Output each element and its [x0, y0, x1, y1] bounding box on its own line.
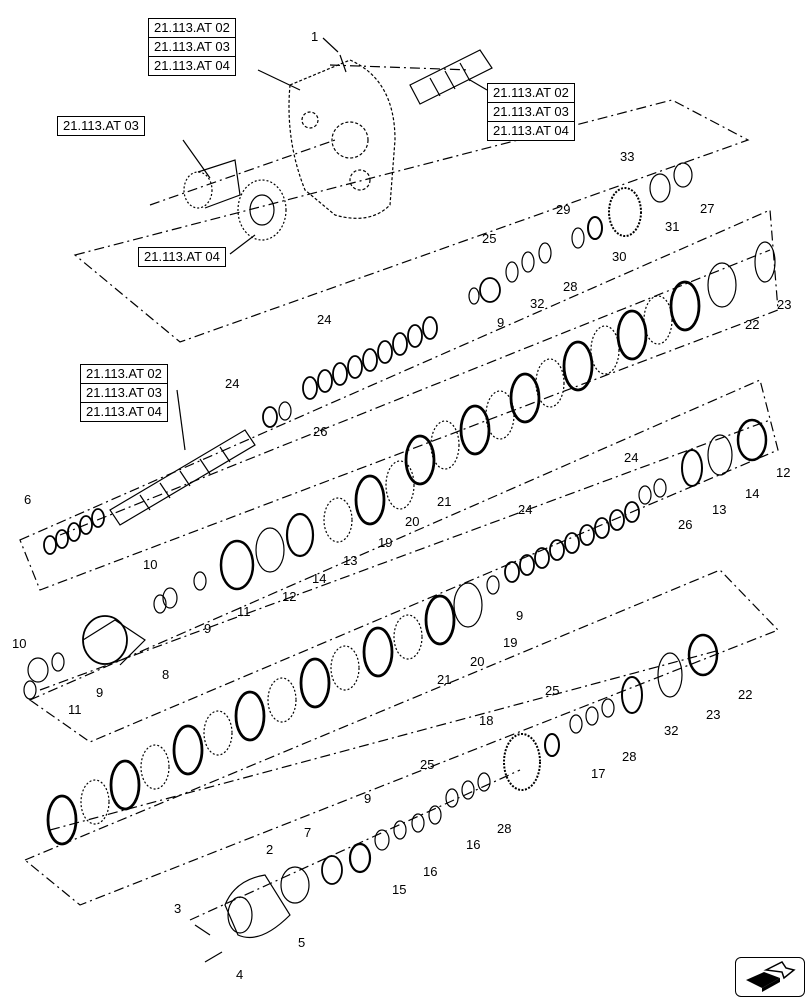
- ref-line: 21.113.AT 04: [493, 123, 569, 138]
- ring-set-6: [43, 508, 105, 555]
- bearing-15: [348, 842, 372, 874]
- callout-15: 15: [392, 882, 407, 897]
- ref-box-top-center: 21.113.AT 02 21.113.AT 03 21.113.AT 04: [148, 18, 236, 76]
- ring-set-24-lower: [504, 501, 640, 583]
- frame-lower: [28, 379, 779, 743]
- callout-22b: 22: [738, 687, 753, 702]
- callout-2: 2: [266, 842, 274, 857]
- frame-middle: [19, 209, 779, 591]
- main-shaft: [109, 429, 256, 526]
- callout-24c: 24: [624, 450, 639, 465]
- callout-21b: 21: [437, 672, 452, 687]
- callout-18: 18: [479, 713, 494, 728]
- callout-20: 20: [405, 514, 420, 529]
- callout-23b: 23: [706, 707, 721, 722]
- ref-line: 21.113.AT 03: [63, 118, 139, 133]
- callout-21: 21: [437, 494, 452, 509]
- callout-27: 27: [700, 201, 715, 216]
- callout-9: 9: [497, 315, 505, 330]
- callout-25b: 25: [545, 683, 560, 698]
- callout-11b: 11: [68, 702, 82, 717]
- ring-set-24-upper: [302, 316, 438, 400]
- callout-30: 30: [612, 249, 627, 264]
- callout-9d: 9: [96, 685, 104, 700]
- callout-12b: 12: [282, 589, 297, 604]
- callout-7: 7: [304, 825, 312, 840]
- callout-22: 22: [745, 317, 760, 332]
- ref-line: 21.113.AT 03: [149, 38, 235, 57]
- output-shaft: [409, 49, 493, 105]
- callout-24d: 24: [518, 502, 533, 517]
- frame-upper: [73, 99, 750, 343]
- callout-23: 23: [777, 297, 792, 312]
- callout-24: 24: [317, 312, 332, 327]
- callout-4: 4: [236, 967, 244, 982]
- callout-8: 8: [162, 667, 170, 682]
- callout-13b: 13: [343, 553, 358, 568]
- gear-18: [503, 733, 541, 791]
- callout-33: 33: [620, 149, 635, 164]
- callout-6: 6: [24, 492, 32, 507]
- ref-line: 21.113.AT 04: [144, 249, 220, 264]
- ref-line: 21.113.AT 03: [488, 103, 574, 122]
- callout-11: 11: [237, 604, 251, 619]
- callout-26: 26: [313, 424, 328, 439]
- housing: [288, 59, 396, 219]
- callout-28: 28: [563, 279, 578, 294]
- ref-line: 21.113.AT 04: [154, 58, 230, 73]
- clutch-pack-lower: [46, 582, 483, 846]
- callout-26b: 26: [678, 517, 693, 532]
- callout-31: 31: [665, 219, 680, 234]
- ref-line: 21.113.AT 02: [488, 84, 574, 103]
- callout-19: 19: [378, 535, 393, 550]
- callout-9c: 9: [516, 608, 524, 623]
- ref-box-left: 21.113.AT 03: [57, 116, 145, 136]
- callout-14b: 14: [312, 571, 327, 586]
- ref-box-gear: 21.113.AT 04: [138, 247, 226, 267]
- callout-32: 32: [530, 296, 545, 311]
- callout-10: 10: [143, 557, 158, 572]
- arrow-box-icon[interactable]: [735, 957, 805, 997]
- callout-24b: 24: [225, 376, 240, 391]
- frame-bottom: [23, 569, 780, 906]
- pinion-gear: [183, 171, 213, 209]
- ref-line: 21.113.AT 02: [81, 365, 167, 384]
- gear-31: [608, 187, 642, 237]
- callout-9e: 9: [364, 791, 372, 806]
- ref-line: 21.113.AT 04: [86, 404, 162, 419]
- callout-16: 16: [466, 837, 481, 852]
- cluster-gear: [237, 179, 287, 241]
- callout-28b: 28: [622, 749, 637, 764]
- ref-line: 21.113.AT 02: [149, 19, 235, 38]
- callout-17: 17: [591, 766, 606, 781]
- callout-19b: 19: [503, 635, 518, 650]
- callout-1: 1: [311, 29, 319, 44]
- ref-line: 21.113.AT 03: [81, 384, 167, 403]
- coupler-5: [224, 874, 291, 939]
- callout-3: 3: [174, 901, 182, 916]
- callout-9b: 9: [204, 621, 212, 636]
- callout-12: 12: [776, 465, 791, 480]
- callout-20b: 20: [470, 654, 485, 669]
- callout-25c: 25: [420, 757, 435, 772]
- callout-29: 29: [556, 202, 571, 217]
- callout-10b: 10: [12, 636, 27, 651]
- ref-box-shaft: 21.113.AT 02 21.113.AT 03 21.113.AT 04: [80, 364, 168, 422]
- callout-32b: 32: [664, 723, 679, 738]
- callout-5: 5: [298, 935, 306, 950]
- callout-25: 25: [482, 231, 497, 246]
- callout-16b: 16: [423, 864, 438, 879]
- clutch-pack-middle: [219, 241, 776, 591]
- ref-box-top-right: 21.113.AT 02 21.113.AT 03 21.113.AT 04: [487, 83, 575, 141]
- callout-13: 13: [712, 502, 727, 517]
- callout-14: 14: [745, 486, 760, 501]
- callout-28c: 28: [497, 821, 512, 836]
